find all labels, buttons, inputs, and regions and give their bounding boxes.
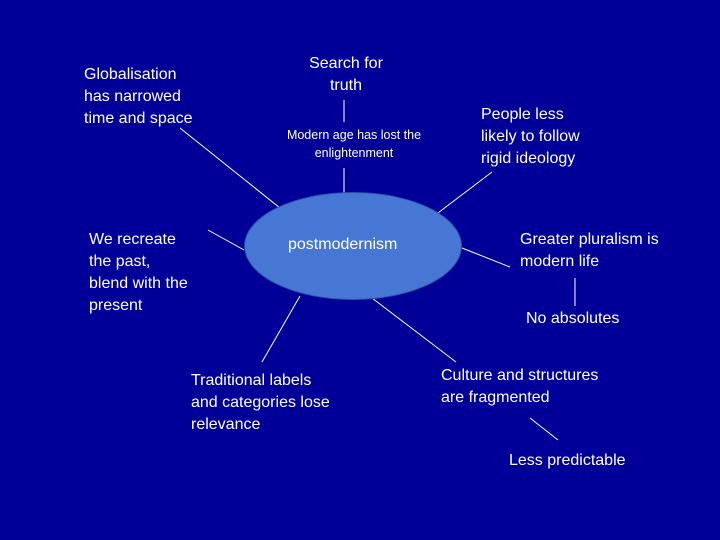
node-traditional-labels-line: relevance (191, 416, 261, 433)
node-no-absolutes: No absolutes (526, 310, 620, 327)
node-recreate-past-line: We recreate (89, 231, 176, 248)
node-less-predictable: Less predictable (509, 452, 626, 469)
connector-globalisation (179, 127, 291, 217)
connector-culture-fragmented (371, 297, 457, 363)
node-recreate-past-line: present (89, 297, 143, 314)
node-traditional-labels-line: Traditional labels (191, 372, 312, 389)
node-pluralism-line: modern life (520, 253, 600, 270)
center-ellipse (244, 192, 462, 300)
node-people-less: People less likely to follow rigid ideol… (481, 104, 580, 170)
node-recreate-past-line: blend with the (89, 275, 188, 292)
node-culture-fragmented-line: Culture and structures (441, 367, 599, 384)
node-pluralism-line: Greater pluralism is (520, 231, 659, 248)
node-people-less-line: likely to follow (481, 128, 580, 145)
connector-pluralism (461, 247, 511, 268)
connector-recreate-past (207, 229, 245, 251)
node-search-truth: Search for truth (296, 53, 396, 97)
node-globalisation: Globalisation has narrowed time and spac… (84, 64, 193, 130)
node-traditional-labels-line: and categories lose (191, 394, 330, 411)
connector-less-predictable (529, 417, 559, 441)
node-modern-age-line: enlightenment (314, 146, 394, 160)
node-traditional-labels: Traditional labels and categories lose r… (191, 370, 330, 436)
node-modern-age: Modern age has lost the enlightenment (264, 126, 444, 162)
node-pluralism: Greater pluralism is modern life (520, 229, 659, 273)
connector-traditional-labels (261, 295, 301, 363)
node-search-truth-line: truth (329, 77, 362, 94)
node-search-truth-line: Search for (309, 55, 383, 72)
node-modern-age-line: Modern age has lost the (286, 128, 422, 142)
node-globalisation-line: Globalisation (84, 66, 177, 83)
node-globalisation-line: has narrowed (84, 88, 181, 105)
center-label: postmodernism (288, 236, 398, 253)
node-recreate-past-line: the past, (89, 253, 151, 270)
node-globalisation-line: time and space (84, 110, 193, 127)
connector-people-less (429, 171, 493, 220)
node-people-less-line: rigid ideology (481, 150, 576, 167)
node-culture-fragmented: Culture and structures are fragmented (441, 365, 598, 409)
node-people-less-line: People less (481, 106, 564, 123)
node-culture-fragmented-line: are fragmented (441, 389, 550, 406)
node-recreate-past: We recreate the past, blend with the pre… (89, 229, 188, 317)
